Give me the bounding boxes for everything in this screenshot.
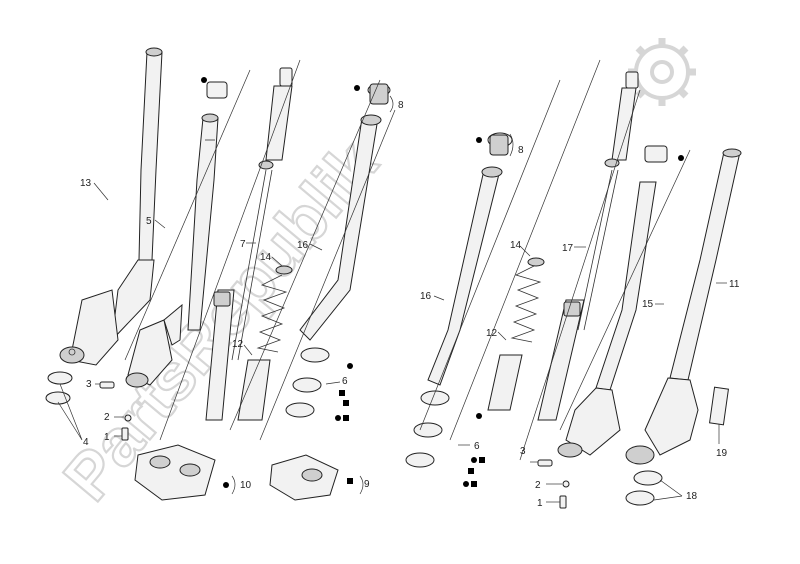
callout-right-1: 1 (537, 498, 543, 509)
right-spacer-12 (487, 354, 523, 411)
callout-right-19: 19 (716, 448, 728, 459)
right-seals-6 (405, 390, 450, 468)
left-inner-tube-5 (125, 113, 219, 388)
callout-right-17: 17 (562, 243, 574, 254)
callout-right-11: 11 (729, 279, 740, 290)
callout-right-12: 12 (486, 328, 498, 339)
callout-left-9: 9 (364, 479, 370, 490)
callout-left-3: 3 (86, 379, 92, 390)
left-bushing (206, 81, 228, 99)
callout-right-18: 18 (686, 491, 698, 502)
right-spring-14 (510, 257, 545, 343)
callout-left-1: 1 (104, 432, 110, 443)
callout-right-2: 2 (535, 480, 541, 491)
right-screws (537, 459, 570, 509)
callout-right-6: 6 (474, 441, 480, 452)
right-leader-lines (433, 133, 727, 503)
right-assembly-lines (419, 59, 691, 461)
callout-left-13: 13 (80, 178, 92, 189)
callout-right-16: 16 (420, 291, 432, 302)
callout-left-5: 5 (146, 216, 152, 227)
left-screws (99, 381, 132, 441)
right-inner-tube-15 (557, 145, 668, 458)
left-spring-14 (256, 265, 293, 353)
callout-left-10: 10 (240, 480, 252, 491)
left-assembly-lines (124, 59, 396, 441)
right-cartridge-16 (427, 132, 513, 386)
callout-right-8: 8 (518, 145, 524, 156)
left-markers (201, 77, 360, 488)
callout-left-14: 14 (260, 252, 272, 263)
callout-left-16: 16 (297, 240, 309, 251)
left-bracket-10 (134, 444, 216, 501)
callout-right-15: 15 (642, 299, 654, 310)
left-damper-rod-7 (205, 67, 293, 421)
right-markers (463, 137, 684, 487)
callout-left-8: 8 (398, 100, 404, 111)
left-outer-tube-13 (59, 47, 163, 366)
callout-left-2: 2 (104, 412, 110, 423)
left-spacer-12 (237, 359, 271, 421)
left-cartridge-16 (299, 83, 391, 341)
callout-left-7: 7 (240, 239, 246, 250)
left-clamps-4 (45, 371, 73, 405)
callout-left-4: 4 (83, 437, 89, 448)
left-leader-lines (57, 95, 394, 495)
right-damper-rod-17 (537, 71, 639, 421)
callout-labels: 13 5 7 14 16 8 12 6 3 2 1 4 10 9 8 14 17… (80, 100, 740, 509)
callout-right-3: 3 (520, 446, 526, 457)
callout-right-14: 14 (510, 240, 522, 251)
callout-left-12: 12 (232, 339, 244, 350)
right-clamps-18 (625, 470, 663, 506)
left-seals-6 (285, 347, 330, 418)
right-outer-tube-11 (625, 148, 742, 465)
left-bracket-9 (269, 454, 339, 501)
callout-left-6: 6 (342, 376, 348, 387)
right-decal-19 (708, 386, 730, 426)
